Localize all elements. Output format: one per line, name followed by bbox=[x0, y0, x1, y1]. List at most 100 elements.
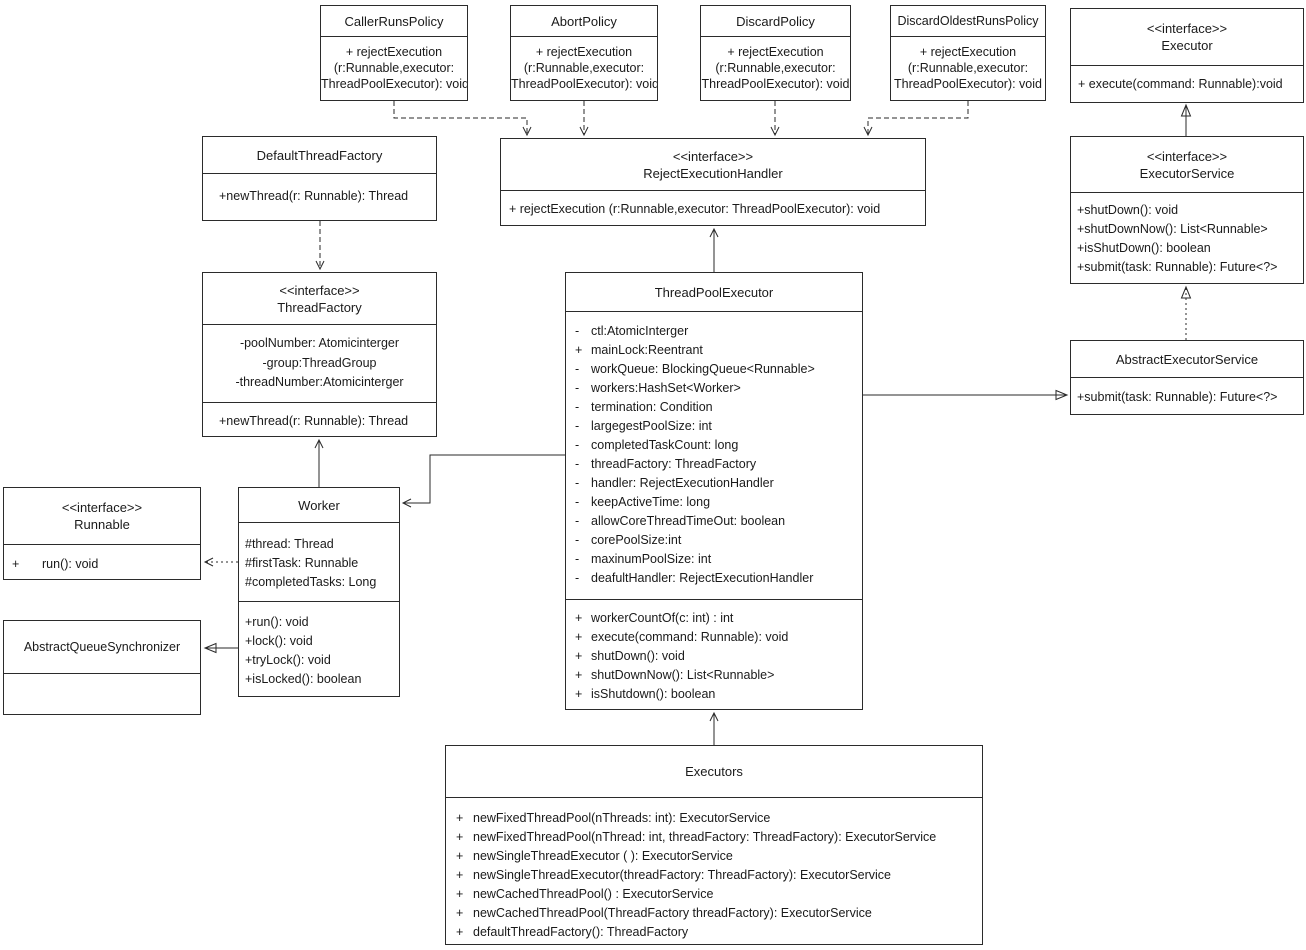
stereotype: <<interface>> bbox=[1146, 21, 1228, 36]
methods-section: +newThread(r: Runnable): Thread bbox=[203, 402, 436, 436]
method-line: +shutDown(): void bbox=[575, 647, 862, 666]
class-name: RejectExecutionHandler bbox=[643, 165, 783, 181]
attribute-line: #firstTask: Runnable bbox=[245, 556, 359, 570]
class-thread-factory: <<interface>> ThreadFactory -poolNumber:… bbox=[202, 272, 437, 437]
stereotype: <<interface>> bbox=[61, 500, 143, 515]
class-executor-service: <<interface>> ExecutorService +shutDown(… bbox=[1070, 136, 1304, 284]
method-line: + workerCountOf(c: int) : int bbox=[575, 609, 862, 628]
visibility-marker: + bbox=[456, 868, 464, 882]
class-header: <<interface>> Executor bbox=[1071, 9, 1303, 65]
visibility-marker: - bbox=[575, 457, 580, 471]
method-line: +newCachedThreadPool() : ExecutorService bbox=[456, 885, 982, 904]
method-line: +submit(task: Runnable): Future<?> bbox=[1077, 260, 1278, 274]
method-line: +isShutDown(): boolean bbox=[1077, 241, 1211, 255]
visibility-marker: + bbox=[575, 611, 583, 625]
method-line: +shutDownNow(): List<Runnable> bbox=[1077, 222, 1268, 236]
visibility-marker: - bbox=[575, 324, 580, 338]
attributes-section: -ctl:AtomicInterger+mainLock:Reentrant-w… bbox=[566, 311, 862, 599]
visibility-marker: - bbox=[575, 533, 580, 547]
class-name: CallerRunsPolicy bbox=[344, 13, 444, 29]
member-text: largegestPoolSize: int bbox=[591, 419, 712, 433]
class-name: DefaultThreadFactory bbox=[256, 147, 383, 163]
stereotype: <<interface>> bbox=[672, 148, 754, 164]
class-runnable: <<interface>> Runnable +run(): void bbox=[3, 487, 201, 580]
method-line: (r:Runnable,executor: bbox=[523, 61, 645, 75]
methods-section: + newFixedThreadPool(nThreads: int): Exec… bbox=[446, 797, 982, 944]
method-line: (r:Runnable,executor: bbox=[333, 61, 455, 75]
method-line: ThreadPoolExecutor): void bbox=[701, 77, 850, 91]
method-line: +isShutdown(): boolean bbox=[575, 685, 862, 704]
method-line: +tryLock(): void bbox=[245, 653, 331, 667]
method-line: + newFixedThreadPool(nThreads: int): Exec… bbox=[456, 809, 982, 828]
member-text: execute(command: Runnable): void bbox=[591, 630, 789, 644]
method-line: +defaultThreadFactory(): ThreadFactory bbox=[456, 923, 982, 942]
method-line: +run(): void bbox=[12, 555, 200, 574]
attribute-line: -handler: RejectExecutionHandler bbox=[575, 474, 862, 493]
member-text: handler: RejectExecutionHandler bbox=[591, 476, 774, 490]
connector-discardoldestrunspolicy-rejectexecutionhandler bbox=[863, 101, 969, 137]
visibility-marker: - bbox=[575, 419, 580, 433]
class-discard-policy: DiscardPolicy + rejectExecution (r:Runnab… bbox=[700, 5, 851, 101]
member-text: mainLock:Reentrant bbox=[591, 343, 703, 357]
class-caller-runs-policy: CallerRunsPolicy + rejectExecution(r:Run… bbox=[320, 5, 468, 101]
member-text: newSingleThreadExecutor ( ): ExecutorSer… bbox=[473, 849, 733, 863]
visibility-marker: + bbox=[456, 925, 464, 939]
method-line: ThreadPoolExecutor): void bbox=[894, 77, 1042, 91]
class-name: ThreadPoolExecutor bbox=[654, 284, 774, 300]
method-line: +newThread(r: Runnable): Thread bbox=[219, 414, 409, 428]
member-text: ctl:AtomicInterger bbox=[591, 324, 689, 338]
method-line: +newCachedThreadPool(ThreadFactory threa… bbox=[456, 904, 982, 923]
member-text: newCachedThreadPool() : ExecutorService bbox=[473, 887, 714, 901]
attributes-section: -poolNumber: Atomicinterger-group:Thread… bbox=[203, 324, 436, 402]
class-header: <<interface>> ExecutorService bbox=[1071, 137, 1303, 192]
visibility-marker: + bbox=[456, 849, 464, 863]
attribute-line: +mainLock:Reentrant bbox=[575, 341, 862, 360]
stereotype: <<interface>> bbox=[279, 282, 360, 298]
member-text: newSingleThreadExecutor(threadFactory: T… bbox=[473, 868, 892, 882]
attribute-line: -deafultHandler: RejectExecutionHandler bbox=[575, 569, 862, 588]
empty-section bbox=[4, 673, 200, 714]
methods-section: + rejectExecution (r:Runnable,executor: … bbox=[501, 190, 925, 225]
visibility-marker: + bbox=[575, 687, 583, 701]
method-line: + rejectExecution bbox=[727, 45, 824, 59]
connector-threadpoolexecutor-worker bbox=[401, 454, 565, 508]
attribute-line: -ctl:AtomicInterger bbox=[575, 322, 862, 341]
methods-section: + rejectExecution(r:Runnable,executor:Th… bbox=[891, 36, 1045, 100]
method-line: +isLocked(): boolean bbox=[245, 672, 362, 686]
visibility-marker: + bbox=[456, 811, 464, 825]
method-line: +shutDown(): void bbox=[1077, 203, 1179, 217]
visibility-marker: - bbox=[575, 495, 580, 509]
class-name: Worker bbox=[298, 497, 340, 513]
member-text: workQueue: BlockingQueue<Runnable> bbox=[591, 362, 815, 376]
class-abort-policy: AbortPolicy + rejectExecution(r:Runnable… bbox=[510, 5, 658, 101]
class-header: <<interface>> ThreadFactory bbox=[203, 273, 436, 324]
attributes-section: #thread: Thread#firstTask: Runnable#comp… bbox=[239, 522, 399, 601]
class-thread-pool-executor: ThreadPoolExecutor -ctl:AtomicInterger+m… bbox=[565, 272, 863, 710]
class-abstract-queue-synchronizer: AbstractQueueSynchronizer bbox=[3, 620, 201, 715]
attribute-line: -completedTaskCount: long bbox=[575, 436, 862, 455]
member-text: shutDown(): void bbox=[591, 649, 685, 663]
member-text: workerCountOf(c: int) : int bbox=[591, 611, 734, 625]
stereotype: <<interface>> bbox=[1146, 148, 1228, 164]
methods-section: + rejectExecution (r:Runnable,executor: Th… bbox=[701, 36, 850, 100]
method-line: (r:Runnable,executor: bbox=[715, 61, 836, 75]
member-text: termination: Condition bbox=[591, 400, 713, 414]
visibility-marker: - bbox=[575, 476, 580, 490]
methods-section: + rejectExecution(r:Runnable,executor:Th… bbox=[321, 36, 467, 100]
class-name: DiscardOldestRunsPolicy bbox=[897, 13, 1039, 28]
attribute-line: -workQueue: BlockingQueue<Runnable> bbox=[575, 360, 862, 379]
attribute-line: -maxinumPoolSize: int bbox=[575, 550, 862, 569]
member-text: newFixedThreadPool(nThreads: int): Execu… bbox=[473, 811, 771, 825]
class-name: AbstractQueueSynchronizer bbox=[23, 639, 181, 654]
methods-section: +run(): void bbox=[4, 544, 200, 579]
class-name: DiscardPolicy bbox=[736, 13, 815, 29]
class-header: <<interface>> RejectExecutionHandler bbox=[501, 139, 925, 190]
member-text: newFixedThreadPool(nThread: int, threadF… bbox=[473, 830, 937, 844]
visibility-marker: + bbox=[456, 906, 464, 920]
methods-section: + rejectExecution(r:Runnable,executor:Th… bbox=[511, 36, 657, 100]
attribute-line: -largegestPoolSize: int bbox=[575, 417, 862, 436]
visibility-marker: + bbox=[575, 630, 583, 644]
visibility-marker: + bbox=[456, 830, 464, 844]
